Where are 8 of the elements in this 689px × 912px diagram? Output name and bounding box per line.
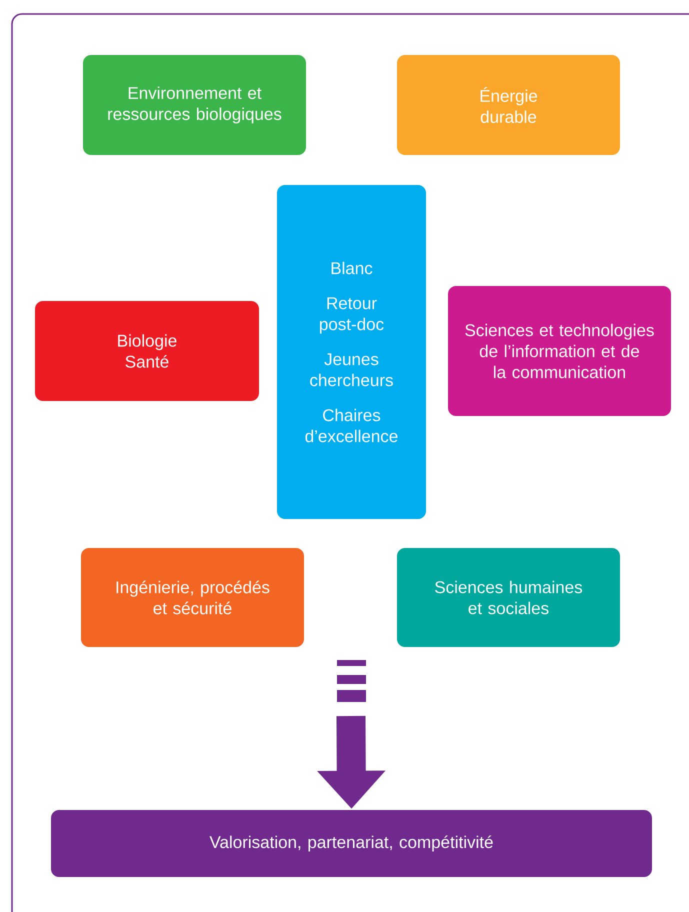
- topic-box: Ingénierie, procédés et sécurité: [81, 548, 304, 647]
- programme-box: Blanc Retour post-doc Jeunes chercheurs Chaires d’excellence: [277, 185, 426, 519]
- outcome-box: Valorisation, partenariat, compétitivité: [51, 810, 652, 877]
- topic-box: Biologie Santé: [35, 301, 259, 401]
- topic-box: Sciences humaines et sociales: [397, 548, 620, 647]
- topic-box: Énergie durable: [397, 55, 620, 155]
- topic-box: Sciences et technologies de l’information et de la communication: [448, 286, 671, 416]
- topic-box: Environnement et ressources biologiques: [83, 55, 306, 155]
